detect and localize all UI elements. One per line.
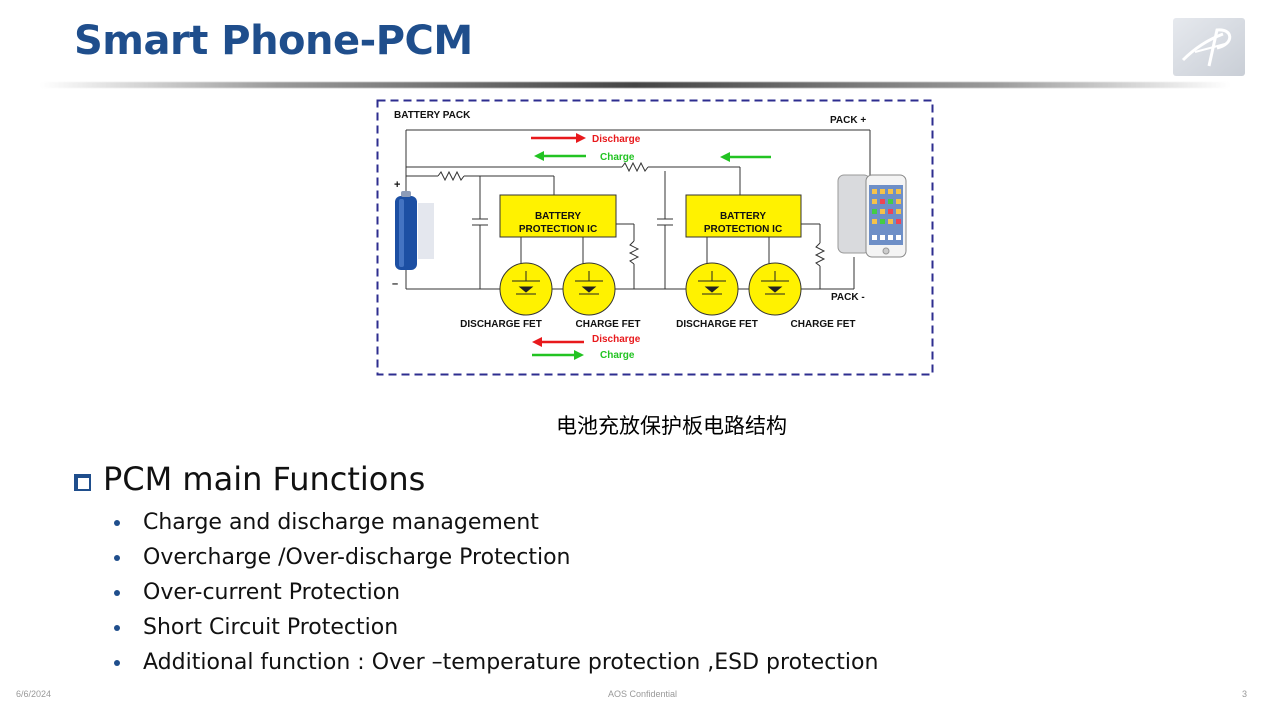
section-heading-row: PCM main Functions xyxy=(74,460,425,498)
pack-minus-label: PACK - xyxy=(831,292,865,303)
ic-1-label-line2: PROTECTION IC xyxy=(519,224,597,235)
discharge-fet-1-icon xyxy=(499,262,553,316)
pcm-circuit-diagram: BATTERY PACK PACK + PACK - Discharge Cha… xyxy=(376,99,934,376)
title-divider xyxy=(40,82,1230,88)
company-logo xyxy=(1173,18,1245,76)
diagram-border xyxy=(376,99,934,376)
charge-arrow-top-left xyxy=(534,151,586,161)
battery-cell-icon xyxy=(395,191,434,270)
discharge-fet-2-icon xyxy=(685,262,739,316)
ic-2-label-line2: PROTECTION IC xyxy=(704,224,782,235)
charge-arrow-top-right xyxy=(720,152,771,162)
bullet-dot-icon xyxy=(114,589,120,596)
discharge-arrow-bottom xyxy=(532,337,584,347)
bullet-dot-icon xyxy=(114,519,120,526)
pack-plus-label: PACK + xyxy=(830,115,866,126)
diagram-caption: 电池充放保护板电路结构 xyxy=(556,414,787,438)
charge-fet-1-icon xyxy=(562,262,616,316)
discharge-label-top: Discharge xyxy=(592,134,641,145)
battery-protection-ic-1 xyxy=(499,194,617,238)
fet-label-3: DISCHARGE FET xyxy=(676,319,758,330)
charge-arrow-bottom xyxy=(532,350,584,360)
charge-label-top: Charge xyxy=(600,152,635,163)
smartphone-icon xyxy=(837,174,907,258)
battery-pack-label: BATTERY PACK xyxy=(394,110,471,121)
ic-2-label-line1: BATTERY xyxy=(720,211,766,222)
discharge-label-bottom: Discharge xyxy=(592,334,641,345)
charge-label-bottom: Charge xyxy=(600,350,635,361)
section-heading: PCM main Functions xyxy=(103,460,426,498)
list-item: Overcharge /Over-discharge Protection xyxy=(112,540,878,575)
ic-1-label-line1: BATTERY xyxy=(535,211,581,222)
list-item: Over-current Protection xyxy=(112,575,878,610)
list-item: Charge and discharge management xyxy=(112,505,878,540)
fet-label-2: CHARGE FET xyxy=(576,319,641,330)
page-title: Smart Phone-PCM xyxy=(74,18,473,64)
footer-date: 6/6/2024 xyxy=(16,689,52,699)
battery-plus-sign: + xyxy=(394,179,400,191)
footer-page-number: 3 xyxy=(1242,689,1248,699)
battery-minus-sign: – xyxy=(392,278,398,290)
bullet-dot-icon xyxy=(114,624,120,631)
bullet-dot-icon xyxy=(114,554,120,561)
functions-list: Charge and discharge management Overchar… xyxy=(112,505,878,680)
discharge-arrow-top xyxy=(531,133,586,143)
fet-label-4: CHARGE FET xyxy=(791,319,856,330)
list-item: Additional function : Over –temperature … xyxy=(112,645,878,680)
square-bullet-icon xyxy=(74,473,91,491)
charge-fet-2-icon xyxy=(748,262,802,316)
fet-label-1: DISCHARGE FET xyxy=(460,319,542,330)
bullet-dot-icon xyxy=(114,659,120,666)
battery-protection-ic-2 xyxy=(685,194,802,238)
footer-confidential: AOS Confidential xyxy=(608,689,678,699)
list-item: Short Circuit Protection xyxy=(112,610,878,645)
